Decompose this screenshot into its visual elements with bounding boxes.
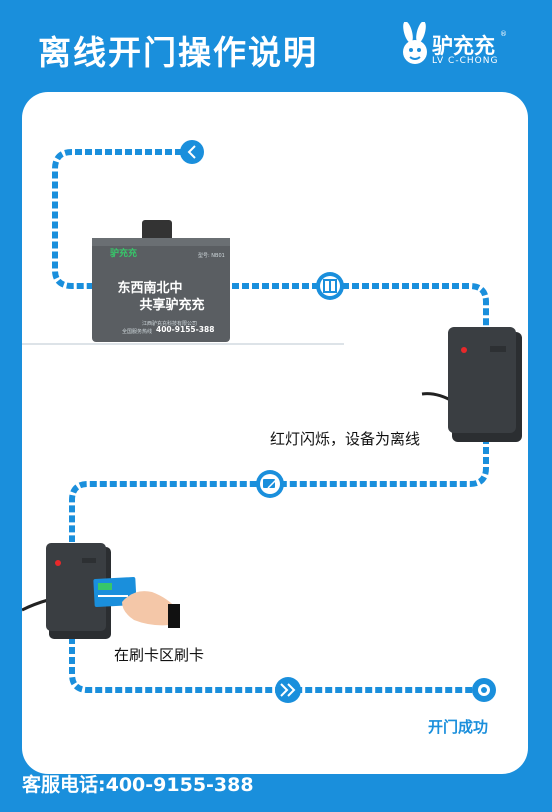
box-phone: 400-9155-388 (156, 325, 215, 334)
card-reader-2 (22, 543, 111, 639)
hand-with-card (93, 577, 180, 628)
logo-name-en: LV C-CHONG (432, 56, 499, 66)
step-1-label: 红灯闪烁，设备为离线 (270, 430, 421, 448)
step-3-label: 开门成功 (428, 718, 489, 736)
box-company: 江西驴充充科技有限公司 (142, 321, 198, 327)
door-icon (316, 272, 344, 300)
registered-mark: ® (500, 30, 507, 38)
controller-box (22, 220, 344, 345)
page-title: 离线开门操作说明 (38, 33, 318, 72)
box-line-1: 东西南北中 (117, 281, 183, 296)
brand-logo: 驴充充 ® LV C-CHONG (398, 22, 518, 70)
box-line-2: 共享驴充充 (139, 298, 205, 313)
card-reader-1 (421, 327, 522, 442)
donkey-icon (403, 22, 427, 64)
logo-name-cn: 驴充充 (432, 34, 495, 58)
box-model: 型号: NB01 (198, 253, 225, 259)
card-swipe-icon (256, 470, 284, 498)
box-brand: 驴充充 (110, 249, 138, 259)
chevron-left-icon (180, 140, 204, 164)
hotline-number: 400-9155-388 (105, 774, 254, 796)
hotline-label: 客服电话: (22, 774, 106, 796)
flow-path (52, 149, 489, 693)
fast-forward-icon (275, 677, 301, 703)
box-hotline-label: 全国服务热线 (122, 329, 153, 335)
end-point-icon (472, 678, 496, 702)
flow-diagram (22, 140, 522, 703)
customer-service: 客服电话:400-9155-388 (22, 770, 254, 797)
step-2-label: 在刷卡区刷卡 (114, 646, 205, 664)
instruction-panel: 驴充充 型号: NB01 东西南北中 共享驴充充 江西驴充充科技有限公司 全国服… (22, 92, 528, 774)
